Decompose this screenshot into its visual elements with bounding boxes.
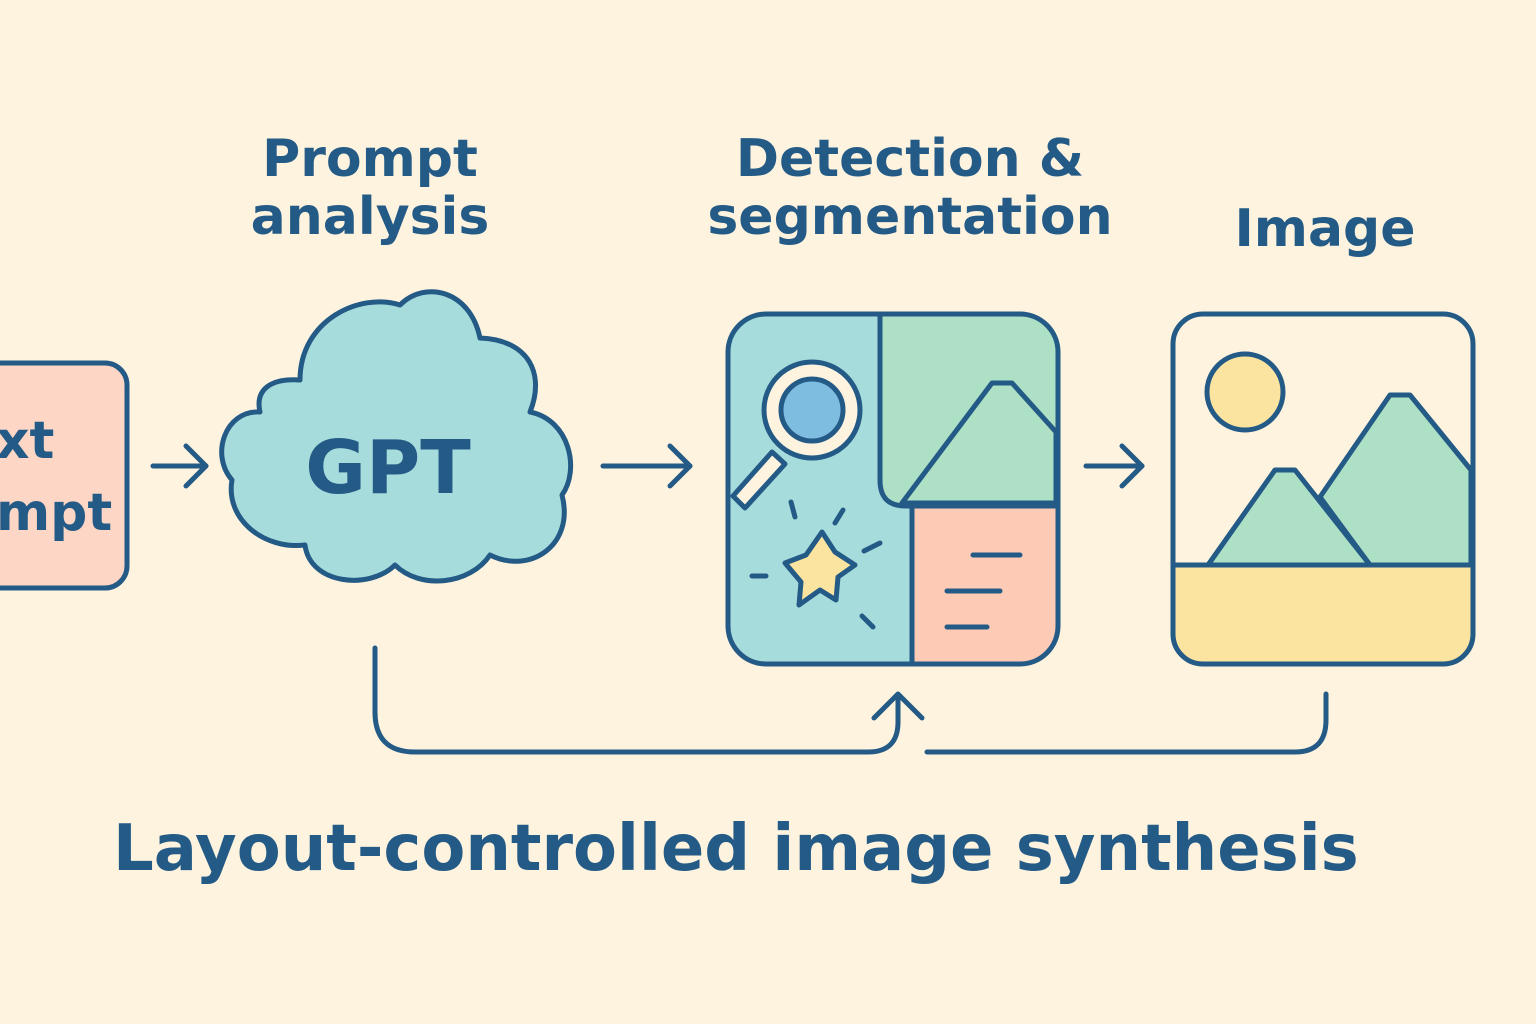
magnifier-icon — [730, 359, 863, 511]
mountain-icon — [899, 380, 1059, 506]
detection-line2: segmentation — [707, 187, 1113, 248]
image-panel — [1170, 311, 1476, 667]
return-arrow-icon — [372, 645, 1329, 755]
arrow-right-icon — [150, 443, 209, 489]
detection-segmentation-title: Detection & segmentation — [690, 129, 1130, 248]
text-lines-icon — [944, 552, 1023, 630]
cloud-icon: GPT — [219, 289, 574, 584]
gpt-label: GPT — [305, 425, 471, 511]
prompt-analysis-line2: analysis — [250, 187, 490, 248]
detection-segmentation-panel — [725, 311, 1061, 667]
arrow-right-icon — [600, 443, 693, 489]
prompt-analysis-title: Prompt analysis — [220, 129, 520, 248]
arrow-right-icon — [1083, 443, 1145, 489]
sun-icon — [1204, 351, 1286, 433]
text-prompt-label-line2: mpt — [0, 483, 112, 543]
text-prompt-label-line1: xt — [0, 411, 54, 471]
image-title: Image — [1234, 199, 1416, 259]
detection-line1: Detection & — [735, 129, 1085, 189]
diagram-caption: Layout-controlled image synthesis — [113, 812, 1359, 886]
sparkle-icon — [749, 499, 883, 630]
text-prompt-node: xt mpt — [0, 360, 130, 591]
prompt-analysis-line1: Prompt — [262, 129, 478, 189]
